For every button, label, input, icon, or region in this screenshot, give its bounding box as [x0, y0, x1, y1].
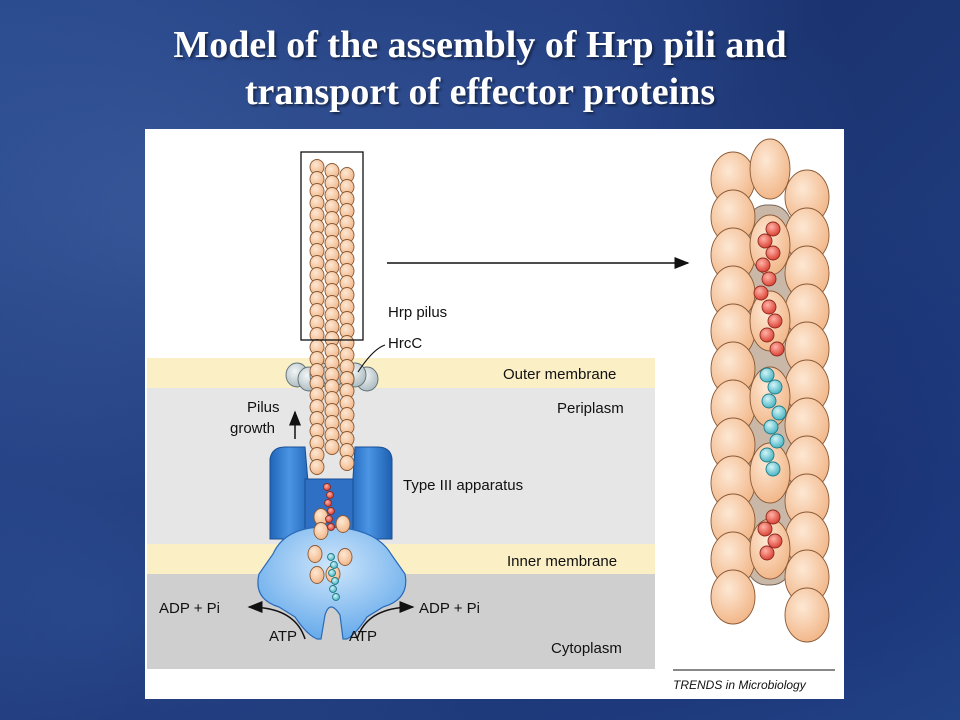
pilin-subunit: [313, 522, 329, 540]
effector-protein-large: [757, 233, 773, 249]
slide-title: Model of the assembly of Hrp pili and tr…: [0, 22, 960, 116]
effector-protein-large: [761, 271, 777, 287]
pilin-subunit: [337, 548, 353, 566]
hrp-pilus: [307, 159, 355, 584]
effector-protein-large: [761, 393, 777, 409]
label-outer-membrane: Outer membrane: [503, 366, 616, 383]
effector-proteins-in-pilus: [753, 221, 787, 561]
label-adp-left: ADP + Pi: [159, 600, 220, 617]
effector-protein-large: [765, 221, 781, 237]
effector-protein-large: [767, 379, 783, 395]
atp-left-arrow: [247, 601, 306, 640]
label-periplasm: Periplasm: [557, 400, 624, 417]
effector-protein: [330, 561, 338, 569]
label-atp-left: ATP: [269, 628, 297, 645]
label-hrp-pilus: Hrp pilus: [388, 304, 447, 321]
effector-protein: [326, 491, 334, 499]
label-cytoplasm: Cytoplasm: [551, 640, 622, 657]
effector-protein: [328, 569, 336, 577]
pilus-detail-box: [300, 151, 364, 341]
effector-protein-large: [763, 419, 779, 435]
effector-protein-large: [757, 521, 773, 537]
enlarged-pilus-section: [710, 138, 830, 643]
pilin-subunit: [339, 455, 355, 471]
label-adp-right: ADP + Pi: [419, 600, 480, 617]
effector-protein-large: [759, 447, 775, 463]
pilin-subunit: [309, 566, 325, 584]
effector-proteins-apparatus: [323, 483, 340, 601]
effector-protein-large: [759, 327, 775, 343]
effector-protein: [325, 515, 333, 523]
effector-protein-large: [755, 257, 771, 273]
effector-protein-large: [765, 461, 781, 477]
effector-protein-large: [765, 509, 781, 525]
pilin-subunit-large: [710, 569, 756, 625]
hrcc-leader-line: [357, 344, 386, 373]
label-pilus-growth-line-1: Pilus: [247, 399, 280, 416]
slide-title-line-2: transport of effector proteins: [244, 71, 716, 113]
pilin-subunit: [309, 459, 325, 475]
effector-protein: [331, 577, 339, 585]
label-pilus-growth-line-2: growth: [230, 420, 275, 437]
pilin-subunit-large: [749, 138, 791, 200]
atp-right-arrow: [356, 601, 415, 640]
label-inner-membrane: Inner membrane: [507, 553, 617, 570]
effector-protein: [327, 553, 335, 561]
label-hrcc: HrcC: [388, 335, 422, 352]
effector-protein-large: [765, 245, 781, 261]
label-atp-right: ATP: [349, 628, 377, 645]
effector-protein-large: [769, 433, 785, 449]
pilin-subunit: [335, 515, 351, 533]
slide-title-line-1: Model of the assembly of Hrp pili and: [173, 24, 787, 66]
pilin-subunit: [324, 439, 340, 455]
label-credit: TRENDS in Microbiology: [673, 678, 807, 692]
effector-protein-large: [767, 533, 783, 549]
effector-protein: [329, 585, 337, 593]
pilus-diagram: Hrp pilus HrcC Outer membrane Periplasm …: [147, 138, 835, 692]
effector-protein-large: [759, 367, 775, 383]
pilin-subunit: [307, 545, 323, 563]
effector-protein: [327, 507, 335, 515]
pilin-subunit-large: [784, 587, 830, 643]
periplasm-band: [147, 388, 655, 544]
label-type-iii-apparatus: Type III apparatus: [403, 477, 523, 494]
effector-protein-large: [759, 545, 775, 561]
effector-protein-large: [771, 405, 787, 421]
effector-protein: [324, 499, 332, 507]
effector-protein: [327, 523, 335, 531]
effector-protein-large: [767, 313, 783, 329]
effector-protein-large: [769, 341, 785, 357]
outer-membrane-band: [147, 358, 655, 388]
figure-panel: Hrp pilus HrcC Outer membrane Periplasm …: [145, 129, 844, 699]
effector-protein: [323, 483, 331, 491]
effector-protein-large: [761, 299, 777, 315]
effector-protein-large: [753, 285, 769, 301]
effector-protein: [332, 593, 340, 601]
